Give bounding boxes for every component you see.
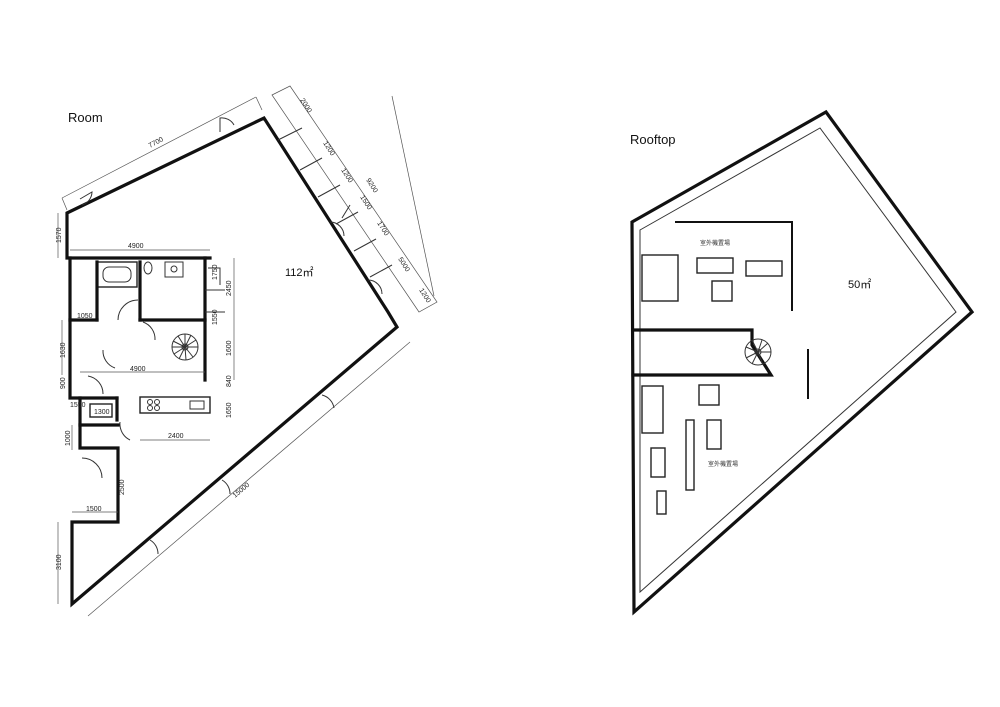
rooftop-unit-d <box>641 385 664 434</box>
door-swing-bath <box>117 299 139 321</box>
rooftop-stair-core <box>631 328 774 377</box>
dim-right-9200: 9200 <box>364 177 378 194</box>
rooftop-label-top: 室外機置場 <box>700 239 730 247</box>
dim-right-1200c: 1200 <box>417 287 431 304</box>
rooftop-unit-i <box>656 490 667 515</box>
spiral-staircase <box>171 333 199 361</box>
dim-bath-1750: 1750 <box>212 264 219 280</box>
dim-top-diagonal: 7700 <box>148 136 165 150</box>
rooftop-title: Rooftop <box>630 132 676 147</box>
dim-right-1200b: 1200 <box>339 167 353 184</box>
dim-bath-2450: 2450 <box>226 280 233 296</box>
dim-hall-4900: 4900 <box>130 366 146 373</box>
rooftop-spiral-stair <box>744 338 772 366</box>
dim-left-1000: 1000 <box>65 430 72 446</box>
door-swing-bay-1 <box>329 221 345 237</box>
rooftop-label-bottom: 室外機置場 <box>708 460 738 468</box>
dim-kitchen-4900-top: 4900 <box>128 243 144 250</box>
room-area-label: 112㎡ <box>285 266 314 279</box>
entry-box <box>89 403 113 418</box>
rooftop-unit-e <box>698 384 720 406</box>
dim-left-1570: 1570 <box>56 227 63 243</box>
room-title: Room <box>68 110 103 125</box>
dim-entry-1550: 1550 <box>70 402 86 409</box>
dim-line-bottom <box>87 341 411 617</box>
rooftop-unit-g <box>685 419 695 491</box>
rooftop-outer-wall <box>630 109 975 616</box>
dim-right-5000: 5000 <box>396 256 410 273</box>
window-bay-outline <box>271 85 438 313</box>
dim-hall-1630: 1630 <box>60 342 67 358</box>
door-swing-lower <box>81 457 103 479</box>
dim-entry-1650: 1650 <box>226 402 233 418</box>
dim-left-1500: 1500 <box>86 506 102 513</box>
stove-burner <box>147 399 153 405</box>
door-swing-bottom-1 <box>321 394 335 409</box>
door-swing-bottom-2 <box>221 479 231 495</box>
room-outer-wall <box>65 115 400 608</box>
rooftop-unit-b <box>745 260 783 277</box>
door-swing-top <box>219 117 235 132</box>
dim-entry-1300: 1300 <box>94 409 110 416</box>
dim-hall-1600: 1600 <box>226 340 233 356</box>
rooftop-unit-a <box>696 257 734 274</box>
dim-right-2000: 2000 <box>298 97 312 114</box>
door-swing-top-left <box>79 191 93 206</box>
bathtub <box>96 261 138 288</box>
dim-hall-1050: 1050 <box>77 313 93 320</box>
dim-right-1500: 1500 <box>358 194 372 211</box>
dim-hall-840: 840 <box>226 375 233 387</box>
dim-counter-2400: 2400 <box>168 433 184 440</box>
dim-hall-900: 900 <box>60 377 67 389</box>
room-plan: Room 7700 2000 1200 1200 9200 1500 1700 … <box>56 85 438 617</box>
rooftop-unit-h <box>650 447 666 478</box>
door-swing-bottom-3 <box>149 539 159 555</box>
dim-left-2500: 2500 <box>119 479 126 495</box>
rooftop-plan: Rooftop 室外機置場 50㎡ <box>630 109 975 616</box>
dim-stair-1550: 1550 <box>212 309 219 325</box>
washbasin <box>164 261 184 278</box>
door-swing-entry <box>87 375 104 395</box>
rooftop-inner-line <box>639 127 957 594</box>
kitchen-sink <box>189 400 205 410</box>
dim-right-1700: 1700 <box>375 220 389 237</box>
rooftop-unit-f <box>706 419 722 450</box>
dim-bottom-15000: 15000 <box>232 482 251 500</box>
rooftop-unit-c <box>711 280 733 302</box>
rooftop-rail-top <box>675 221 793 311</box>
door-swing-hall-2 <box>102 349 116 369</box>
rooftop-unit-large <box>641 254 679 302</box>
dim-right-1200a: 1200 <box>321 140 335 157</box>
dim-line-top <box>61 96 257 199</box>
toilet <box>143 261 153 275</box>
rooftop-area-label: 50㎡ <box>848 278 871 291</box>
dim-left-3100: 3100 <box>56 554 63 570</box>
door-swing-bay-2 <box>367 279 383 295</box>
door-swing-hall-1 <box>142 321 156 341</box>
service-core: 4900 1750 2450 1550 1050 <box>60 243 235 441</box>
